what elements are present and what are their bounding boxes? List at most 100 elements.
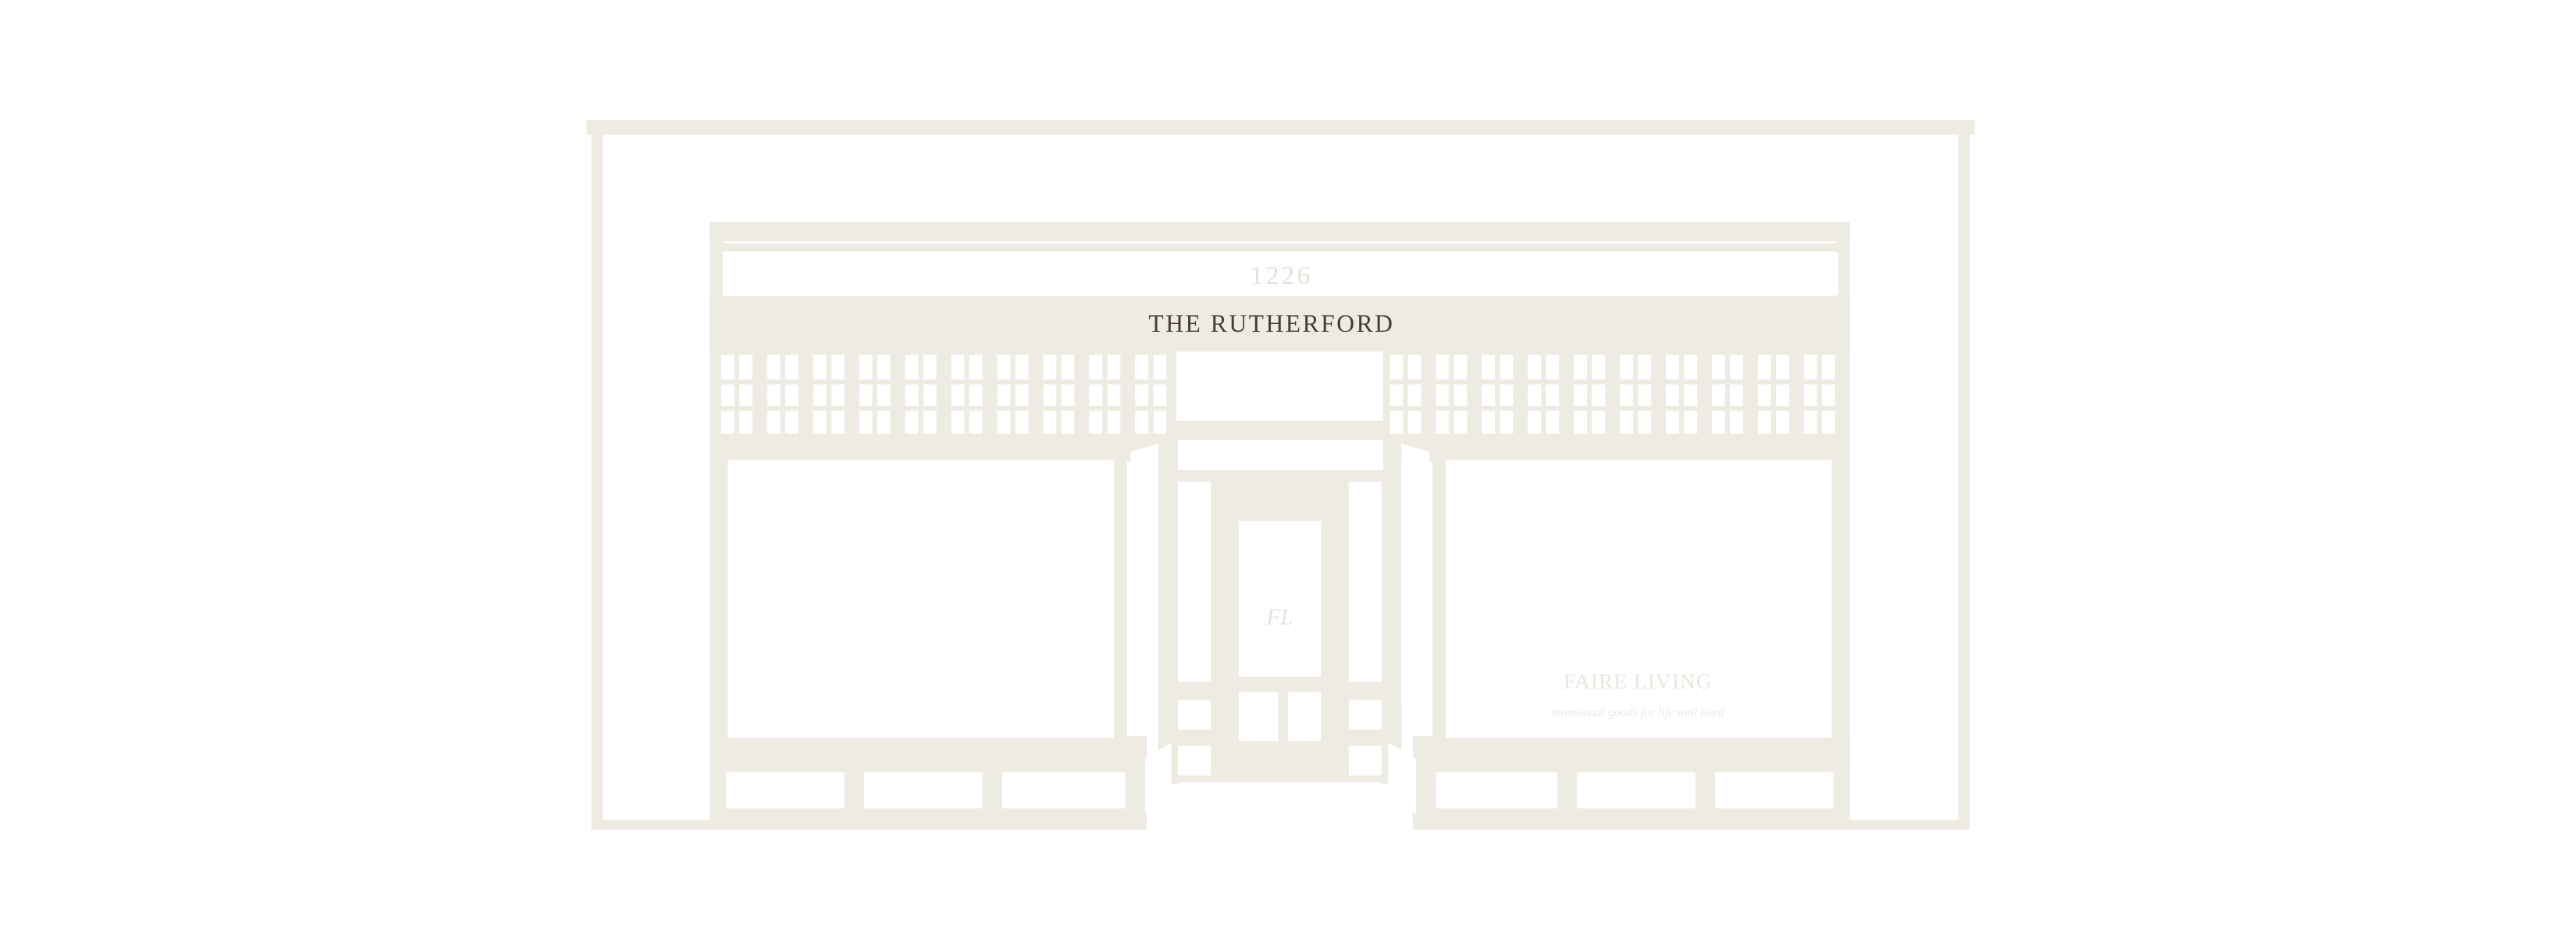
- transom-pane: [1482, 384, 1496, 406]
- left-lower-side-pane: [1144, 742, 1172, 815]
- transom-pane: [831, 354, 845, 380]
- transom-pane: [1528, 384, 1542, 406]
- transom-pane: [1528, 354, 1542, 380]
- transom-pane: [1500, 354, 1514, 380]
- transom-pane: [905, 384, 919, 406]
- transom-pane: [1061, 354, 1075, 380]
- transom-pane: [767, 354, 781, 380]
- right-side-window: [1401, 443, 1429, 730]
- shopfront-top-band: [710, 222, 1850, 242]
- right-lower-side-pane: [1388, 742, 1417, 815]
- transom-pane: [720, 384, 735, 406]
- transom-grid-left: [720, 354, 1167, 434]
- transom-pane: [1015, 411, 1029, 434]
- transom-pane: [813, 354, 827, 380]
- transom-pane: [1407, 411, 1421, 434]
- transom-center-opening: [1179, 351, 1380, 419]
- transom-pane: [859, 411, 873, 434]
- transom-pane: [831, 411, 845, 434]
- transom-pane: [1135, 384, 1149, 406]
- transom-pane: [1803, 354, 1817, 380]
- right-window-glass: [1446, 460, 1832, 738]
- transom-pane: [1389, 354, 1404, 380]
- transom-grid-right: [1389, 354, 1835, 434]
- transom-pane: [1436, 354, 1450, 380]
- bulkhead-panel: [1715, 772, 1834, 809]
- transom-pane: [1407, 354, 1421, 380]
- street-number: 1226: [1251, 261, 1313, 290]
- transom-pane: [1089, 354, 1103, 380]
- transom-pane: [923, 354, 937, 380]
- frieze-panel: [723, 253, 1839, 294]
- transom-pane: [997, 354, 1011, 380]
- transom-pane: [1015, 354, 1029, 380]
- transom-pane: [785, 384, 799, 406]
- transom-pane: [720, 411, 735, 434]
- transom-pane: [1546, 411, 1560, 434]
- door-panel-right: [1288, 692, 1322, 742]
- transom-pane: [1711, 384, 1725, 406]
- transom-pane: [1135, 411, 1149, 434]
- bulkhead-panel: [864, 772, 983, 809]
- transom-pane: [969, 411, 983, 434]
- sidelight-right-mid: [1348, 699, 1382, 730]
- transom-pane: [1089, 384, 1103, 406]
- transom-pane: [1153, 354, 1167, 380]
- transom-pane: [1500, 411, 1514, 434]
- transom-pane: [1757, 411, 1771, 434]
- transom-pane: [1776, 384, 1789, 406]
- transom-pane: [1453, 354, 1468, 380]
- transom-pane: [1638, 411, 1652, 434]
- transom-pane: [877, 354, 891, 380]
- transom-pane: [1666, 354, 1679, 380]
- entrance-transom: [1177, 440, 1384, 470]
- transom-pane: [1757, 354, 1771, 380]
- building-wall-left: [591, 134, 603, 830]
- transom-pane: [923, 411, 937, 434]
- transom-pane: [1592, 411, 1606, 434]
- door-panel-left: [1238, 692, 1279, 742]
- transom-pane: [1453, 384, 1468, 406]
- sidelight-right-low: [1348, 745, 1382, 776]
- transom-pane: [1528, 411, 1542, 434]
- shopfront-thin-band: [719, 243, 1841, 252]
- left-window-glass: [728, 460, 1114, 738]
- transom-pane: [1620, 354, 1633, 380]
- transom-pane: [1666, 411, 1679, 434]
- transom-pane: [1730, 411, 1743, 434]
- transom-pane: [1638, 384, 1652, 406]
- transom-pane: [1730, 354, 1743, 380]
- transom-pane: [1776, 354, 1789, 380]
- transom-pane: [1389, 384, 1404, 406]
- transom-pane: [951, 354, 965, 380]
- transom-pane: [1684, 354, 1698, 380]
- sidelight-left-mid: [1177, 699, 1212, 730]
- window-brand-name: FAIRE LIVING: [1564, 670, 1713, 693]
- transom-pane: [1061, 411, 1075, 434]
- left-side-window: [1130, 443, 1158, 730]
- transom-pane: [739, 384, 753, 406]
- transom-pane: [1776, 411, 1789, 434]
- transom-pane: [1107, 354, 1121, 380]
- bulkhead-panel: [1577, 772, 1695, 809]
- transom-pane: [1574, 411, 1588, 434]
- sidelight-right-upper: [1348, 481, 1382, 682]
- transom-pane: [1757, 384, 1771, 406]
- transom-pane: [1592, 384, 1606, 406]
- transom-pane: [1546, 384, 1560, 406]
- entrance-step: [1153, 781, 1408, 819]
- transom-pane: [1089, 411, 1103, 434]
- building-cornice: [586, 119, 1975, 135]
- transom-pane: [1684, 411, 1698, 434]
- transom-pane: [951, 384, 965, 406]
- transom-pane: [1043, 411, 1057, 434]
- transom-pane: [1153, 384, 1167, 406]
- transom-pane: [739, 411, 753, 434]
- bulkhead-panel: [1002, 772, 1126, 809]
- transom-pane: [1453, 411, 1468, 434]
- transom-pane: [767, 384, 781, 406]
- transom-pane: [1803, 384, 1817, 406]
- transom-pane: [951, 411, 965, 434]
- transom-pane: [785, 354, 799, 380]
